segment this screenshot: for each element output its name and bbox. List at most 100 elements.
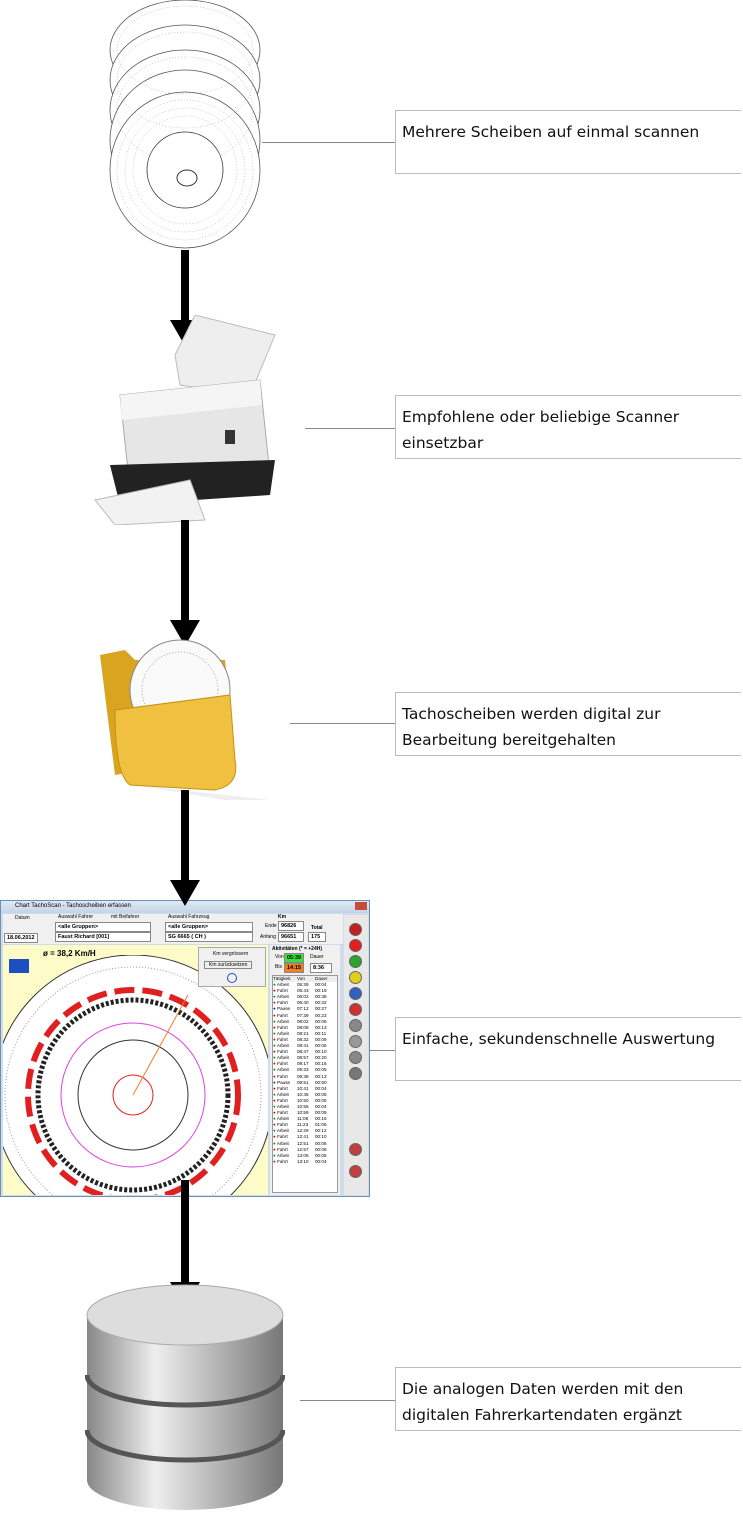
duration-cell: 00:04 <box>315 1103 327 1109</box>
from-cell: 08:47 <box>297 1049 309 1055</box>
filter-panel: Datum 18.06.2012 Auswahl Fahrer mit Beif… <box>3 914 343 944</box>
date-field[interactable]: 18.06.2012 <box>4 933 38 943</box>
info-icon[interactable] <box>227 973 237 983</box>
toolbar-button[interactable] <box>349 1019 362 1032</box>
km-reset-button[interactable]: Km zurücksetzen <box>204 961 253 969</box>
duration-label: Dauer <box>310 954 324 960</box>
duration-cell: 00:08 <box>315 1146 327 1152</box>
close-button[interactable] <box>355 902 367 910</box>
callout-scan: Mehrere Scheiben auf einmal scannen <box>395 110 741 174</box>
activity-type: Fahrt <box>277 1158 288 1164</box>
toolbar-button[interactable] <box>349 1035 362 1048</box>
toolbar-button[interactable] <box>349 1051 362 1064</box>
activity-type: Arbeit <box>276 1043 289 1049</box>
app-window: Chart TachoScan - Tachoscheiben erfassen… <box>0 900 370 1197</box>
toolbar-button[interactable] <box>349 1143 362 1156</box>
duration-cell: 00:13 <box>315 1073 327 1079</box>
activity-cell: ● Fahrt <box>273 988 297 994</box>
activity-type: Arbeit <box>276 994 289 1000</box>
from-cell: 08:08 <box>297 1024 309 1030</box>
km-total-field: 175 <box>308 932 326 942</box>
activity-type: Fahrt <box>277 1036 288 1042</box>
toolbar <box>344 915 368 1195</box>
activity-type: Arbeit <box>276 1067 289 1073</box>
activity-icon: ● <box>273 1158 276 1164</box>
activity-cell: ● Pause <box>273 1080 297 1086</box>
activity-cell: ● Arbeit <box>273 1092 297 1098</box>
toolbar-button[interactable] <box>349 1067 362 1080</box>
activity-cell: ● Arbeit <box>273 1043 297 1049</box>
toolbar-button[interactable] <box>349 1165 362 1178</box>
column-header: Tätigkeit <box>273 976 291 981</box>
activities-label: Aktivitäten (* = +24H) <box>272 946 323 952</box>
activity-type: Fahrt <box>277 1049 288 1055</box>
km-start-field[interactable]: 96651 <box>278 932 304 942</box>
km-end-field[interactable]: 96826 <box>278 921 304 931</box>
km-options-panel: Km vergrössern Km zurücksetzen <box>198 947 266 987</box>
activity-type: Fahrt <box>277 1073 288 1079</box>
activity-cell: ● Pause <box>273 1006 297 1012</box>
duration-cell: 00:06 <box>315 1140 327 1146</box>
vehicle-select[interactable]: SG 6665 ( CH ) <box>165 932 253 942</box>
activity-icon: ● <box>273 1146 276 1152</box>
toolbar-button[interactable] <box>349 939 362 952</box>
from-cell: 06:40 <box>297 1000 309 1006</box>
activity-cell: ● Fahrt <box>273 1159 297 1165</box>
from-cell: 10:50 <box>297 1097 309 1103</box>
duration-cell: 00:38 <box>315 994 327 1000</box>
from-cell: 07:12 <box>297 1006 309 1012</box>
toolbar-button[interactable] <box>349 971 362 984</box>
toolbar-button[interactable] <box>349 1003 362 1016</box>
driver-label: Auswahl Fahrer <box>58 914 94 920</box>
activity-cell: ● Arbeit <box>273 982 297 988</box>
driver-group-select[interactable]: <alle Gruppen> <box>55 922 151 932</box>
activity-type: Arbeit <box>276 1140 289 1146</box>
co-driver-checkbox[interactable]: mit Beifahrer <box>111 914 140 920</box>
to-time: 14:15 <box>284 963 305 973</box>
arrow <box>181 520 189 625</box>
toolbar-button[interactable] <box>349 923 362 936</box>
activity-cell: ● Fahrt <box>273 1122 297 1128</box>
driver-select[interactable]: Faust Richard [001] <box>55 932 151 942</box>
toolbar-button[interactable] <box>349 955 362 968</box>
leader-line <box>290 723 395 724</box>
km-enlarge-checkbox[interactable]: Km vergrössern <box>213 951 249 957</box>
vehicle-group-select[interactable]: <alle Gruppen> <box>165 922 253 932</box>
activity-icon: ● <box>273 1122 276 1128</box>
toolbar-button[interactable] <box>349 987 362 1000</box>
date-label: Datum <box>15 915 30 921</box>
arrow <box>181 790 189 890</box>
window-title-bar: Chart TachoScan - Tachoscheiben erfassen <box>1 901 369 913</box>
from-cell: 08:57 <box>297 1055 309 1061</box>
